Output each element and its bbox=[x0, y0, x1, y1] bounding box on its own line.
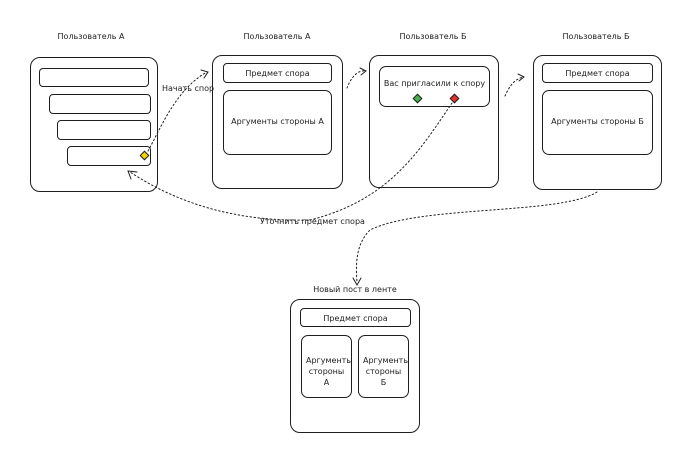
arrow-a-to-b bbox=[346, 70, 366, 89]
arrowhead-start-dispute bbox=[200, 69, 209, 79]
arguments-a-label: Аргументы стороны А bbox=[231, 117, 324, 126]
topic-field[interactable]: Предмет спора bbox=[542, 63, 653, 83]
bar-3 bbox=[57, 120, 151, 140]
arrow-start-dispute bbox=[147, 71, 208, 152]
arguments-b-field[interactable]: Аргументы стороны Б bbox=[542, 90, 653, 155]
arguments-b-label: Аргументы стороны Б bbox=[551, 117, 644, 126]
arrow-to-feed bbox=[356, 191, 598, 284]
invite-card: Вас пригласили к спору bbox=[379, 66, 490, 107]
feed-topic-label: Предмет спора bbox=[323, 314, 388, 323]
screen-user-a-1 bbox=[30, 57, 158, 192]
feed-arguments-a: Аргументы стороны А bbox=[301, 335, 353, 398]
screen-user-a-2-title: Пользователь А bbox=[243, 32, 311, 41]
invite-text: Вас пригласили к спору bbox=[383, 79, 486, 88]
screen-user-a-2: Предмет спора Аргументы стороны А bbox=[212, 55, 343, 189]
bar-1 bbox=[39, 68, 149, 87]
accept-icon[interactable] bbox=[412, 93, 423, 104]
bar-4[interactable] bbox=[67, 146, 151, 166]
decline-icon[interactable] bbox=[449, 93, 460, 104]
topic-field-label: Предмет спора bbox=[245, 69, 310, 78]
screen-user-b-1-title: Пользователь Б bbox=[399, 32, 467, 41]
feed-topic: Предмет спора bbox=[300, 308, 411, 327]
screen-user-a-1-title: Пользователь А bbox=[57, 32, 125, 41]
arrowhead-a-to-b bbox=[359, 67, 367, 76]
arrowhead-clarify-topic bbox=[127, 170, 138, 180]
screen-user-b-1: Вас пригласили к спору bbox=[369, 55, 499, 188]
screen-user-b-2: Предмет спора Аргументы стороны Б bbox=[533, 55, 662, 190]
feed-post-title: Новый пост в ленте bbox=[313, 285, 397, 294]
arrowhead-b-to-b2 bbox=[517, 73, 525, 82]
topic-field-label: Предмет спора bbox=[565, 69, 630, 78]
arguments-a-field[interactable]: Аргументы стороны А bbox=[223, 90, 332, 155]
edge-label-clarify-topic: Уточнить предмет спора bbox=[260, 217, 365, 226]
arrow-b-to-b2 bbox=[504, 76, 524, 97]
start-dispute-handle-icon[interactable] bbox=[139, 150, 150, 161]
edge-label-start-dispute: Начать спор bbox=[162, 84, 215, 93]
screen-user-b-2-title: Пользователь Б bbox=[562, 32, 630, 41]
feed-arguments-a-label: Аргументы стороны А bbox=[306, 356, 353, 387]
feed-arguments-b-label: Аргументы стороны Б bbox=[363, 356, 410, 387]
feed-arguments-b: Аргументы стороны Б bbox=[358, 335, 410, 398]
bar-2 bbox=[49, 94, 151, 114]
feed-post: Предмет спора Аргументы стороны А Аргуме… bbox=[290, 299, 420, 433]
arrowhead-to-feed bbox=[352, 277, 362, 287]
topic-field[interactable]: Предмет спора bbox=[223, 63, 332, 83]
arrow-clarify-topic bbox=[129, 102, 453, 221]
